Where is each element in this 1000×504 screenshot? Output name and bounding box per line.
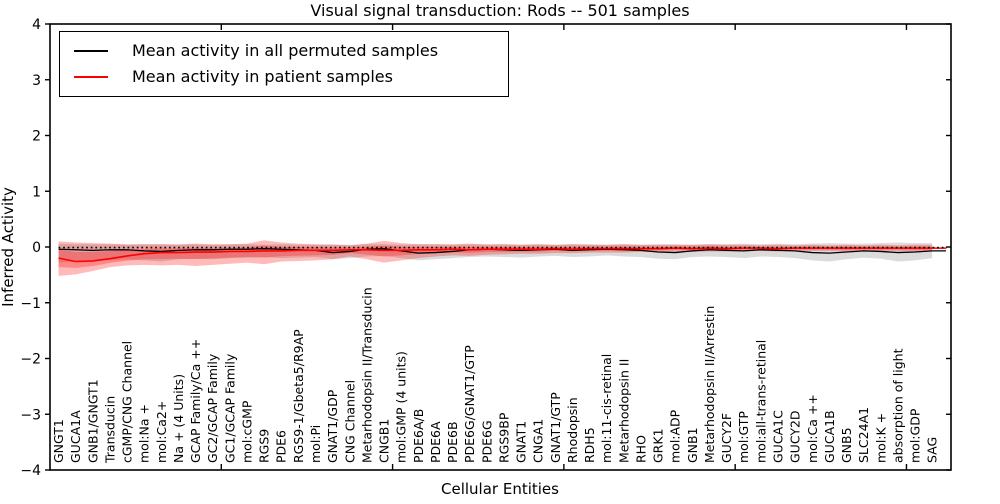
legend-label-patient: Mean activity in patient samples — [132, 67, 393, 87]
axis-ticks — [45, 23, 951, 471]
x-tick-label: mol:GMP (4 units) — [394, 351, 409, 463]
x-tick-label: Metarhodopsin II/Transducin — [359, 287, 374, 463]
legend-item-patient: Mean activity in patient samples — [74, 68, 508, 86]
x-tick-label: GC2/GCAP Family — [205, 353, 220, 463]
y-tick-label: 1 — [32, 184, 41, 200]
x-tick-label: RHO — [633, 435, 648, 463]
x-tick-label: CNG Channel — [342, 380, 357, 463]
x-tick-label: absorption of light — [890, 348, 905, 463]
x-tick-label: PDE6G — [479, 420, 494, 463]
x-tick-label: mol:ADP — [668, 409, 683, 463]
x-tick-label: mol:Pi — [308, 425, 323, 463]
legend-line-permuted-icon — [74, 50, 108, 52]
x-tick-label: mol:Ca ++ — [805, 394, 820, 463]
y-tick-label: 3 — [32, 73, 41, 89]
x-tick-label: PDE6 — [274, 430, 289, 463]
x-tick-label: RGS9-1/Gbeta5/R9AP — [291, 329, 306, 463]
x-tick-label: GUCA1B — [822, 410, 837, 463]
x-tick-label: GUCA1C — [770, 410, 785, 463]
x-tick-label: GNAT1 — [514, 421, 529, 463]
x-axis-label: Cellular Entities — [441, 480, 559, 498]
x-tick-label: Rhodopsin — [565, 397, 580, 463]
y-tick-label: −1 — [20, 296, 41, 312]
x-tick-label: cGMP/CNG Channel — [120, 341, 135, 463]
x-tick-label: GRK1 — [651, 428, 666, 463]
x-tick-label: CNGB1 — [377, 419, 392, 463]
x-tick-label: SAG — [925, 437, 940, 463]
x-tick-label: Transducin — [102, 396, 117, 464]
x-tick-label: Metarhodopsin II — [616, 359, 631, 463]
x-tick-label: GNB5 — [839, 427, 854, 463]
x-tick-label: RDH5 — [582, 427, 597, 463]
legend: Mean activity in all permuted samples Me… — [59, 31, 509, 97]
y-tick-label: −4 — [20, 463, 41, 479]
x-tick-label: PDE6A — [428, 421, 443, 463]
legend-label-permuted: Mean activity in all permuted samples — [132, 41, 439, 61]
y-tick-label: 4 — [32, 17, 41, 33]
y-tick-label: −2 — [20, 352, 41, 368]
y-tick-labels: −4 −3 −2 −1 0 1 2 3 4 — [20, 17, 41, 479]
x-tick-label: PDE6A/B — [411, 409, 426, 463]
x-tick-label: PDE6G/GNAT1/GTP — [462, 345, 477, 463]
x-tick-label: PDE6B — [445, 421, 460, 463]
x-tick-label: GCAP Family/Ca ++ — [188, 339, 203, 463]
x-tick-label: mol:11-cis-retinal — [599, 354, 614, 463]
x-tick-label: mol:all-trans-retinal — [753, 340, 768, 463]
y-tick-label: −3 — [20, 407, 41, 423]
y-tick-label: 2 — [32, 129, 41, 145]
x-tick-label: mol:GTP — [736, 411, 751, 463]
x-tick-label: GNAT1/GTP — [548, 392, 563, 463]
legend-item-permuted: Mean activity in all permuted samples — [74, 42, 508, 60]
x-tick-label: mol:K + — [873, 413, 888, 463]
confidence-bands — [58, 240, 933, 276]
x-tick-label: GNB1 — [685, 427, 700, 463]
x-tick-label: mol:GDP — [908, 408, 923, 463]
x-tick-label: CNGA1 — [531, 419, 546, 463]
x-tick-label: GNAT1/GDP — [325, 389, 340, 463]
y-axis-label: Inferred Activity — [0, 187, 17, 307]
x-tick-label: GUCA1A — [68, 410, 83, 463]
chart-title: Visual signal transduction: Rods -- 501 … — [310, 1, 689, 20]
x-tick-label: mol:Na + — [137, 404, 152, 463]
x-tick-label: RGS9BP — [496, 412, 511, 463]
x-tick-label: Metarhodopsin II/Arrestin — [702, 306, 717, 463]
x-tick-label: mol:Ca2+ — [154, 401, 169, 463]
x-tick-label: GNB1/GNGT1 — [85, 379, 100, 463]
x-tick-label: RGS9 — [257, 429, 272, 463]
x-tick-label: GUCY2F — [719, 413, 734, 463]
x-tick-label: SLC24A1 — [856, 407, 871, 463]
x-tick-label: Na + (4 Units) — [171, 374, 186, 463]
x-tick-label: mol:cGMP — [239, 400, 254, 463]
x-tick-label: GC1/GCAP Family — [222, 353, 237, 463]
legend-line-patient-icon — [74, 76, 108, 78]
x-tick-label: GNGT1 — [51, 419, 66, 463]
series-lines — [58, 246, 947, 263]
y-tick-label: 0 — [32, 240, 41, 256]
x-tick-label: GUCY2D — [788, 410, 803, 463]
